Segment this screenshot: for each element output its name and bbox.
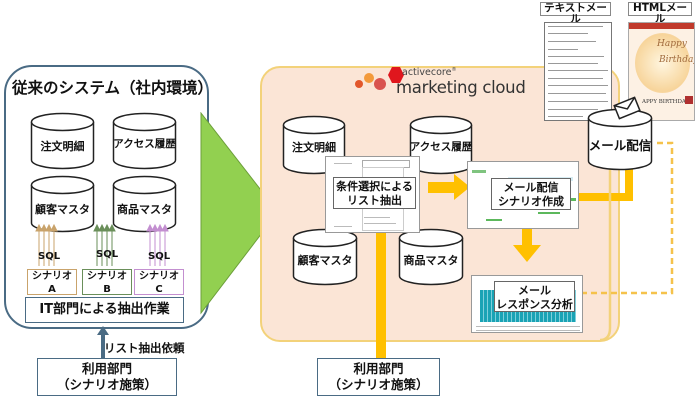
feedback-dashed-line (578, 141, 674, 295)
text-mail-label: テキストメール (540, 2, 611, 25)
legacy-system-title: 従来のシステム（社内環境） (12, 79, 214, 97)
list-extraction-request-label: リスト抽出依頼 (104, 341, 185, 355)
database-cylinder-icon (112, 175, 177, 233)
html-mail-header-bar (629, 23, 694, 29)
db-customer-master-cloud: 顧客マスタ (292, 228, 358, 286)
scenario-id: B (103, 283, 111, 295)
html-mail-label: HTMLメール (628, 2, 692, 25)
scenario-label: シナリオ (32, 271, 72, 282)
scenario-c-arrows (146, 224, 169, 266)
logo-activecore-text: activecore® (402, 67, 457, 79)
db-label: アクセス履歴 (113, 138, 176, 150)
text-mail-sample (544, 22, 612, 121)
flow-line-user-dept (376, 210, 386, 358)
user-dept-line1: 利用部門 (81, 361, 132, 376)
response-analysis-line2: レスポンス分析 (496, 297, 573, 311)
envelope-icon (613, 96, 641, 120)
sql-label-c: SQL (148, 251, 171, 262)
gift-icon (685, 96, 693, 104)
user-dept-line2: （シナリオ施策） (56, 376, 157, 392)
html-mail-script-text: Happy (657, 39, 687, 49)
scenario-id: A (48, 283, 56, 295)
activecore-logo-icon (355, 67, 404, 90)
html-mail-banner-text: APPY BIRTHDAY (642, 99, 690, 105)
scenario-label: シナリオ (87, 271, 127, 282)
scenario-c-box: シナリオ C (134, 269, 184, 295)
mail-delivery-label: メール配信 (588, 138, 652, 153)
html-mail-illustration (635, 33, 690, 93)
db-label: 注文明細 (292, 141, 336, 154)
db-product-master-legacy: 商品マスタ (112, 175, 177, 233)
html-mail-script-text: Birthday (659, 55, 695, 65)
response-analysis-line1: メール (518, 284, 551, 297)
db-label: 顧客マスタ (297, 254, 353, 267)
db-product-master-cloud: 商品マスタ (398, 228, 464, 286)
db-label: 注文明細 (40, 140, 85, 153)
scenario-creation-line2: シナリオ作成 (498, 194, 564, 208)
html-mail-sample: Happy Birthday APPY BIRTHDAY (628, 22, 695, 121)
user-department-box-cloud: 利用部門 （シナリオ施策） (317, 358, 440, 396)
logo-marketing-cloud-text: marketing cloud (396, 78, 526, 97)
scenario-a-arrows (35, 224, 58, 266)
user-department-box-legacy: 利用部門 （シナリオ施策） (37, 358, 177, 396)
scenario-label: シナリオ (139, 271, 179, 282)
scenario-a-box: シナリオ A (27, 269, 77, 295)
list-extraction-line2: リスト抽出 (347, 193, 402, 207)
user-dept-line1: 利用部門 (353, 361, 404, 376)
database-cylinder-icon (112, 112, 177, 170)
db-label: 商品マスタ (117, 203, 172, 216)
database-cylinder-icon (30, 112, 95, 170)
scenario-creation-line1: メール配信 (503, 181, 559, 194)
it-extraction-box: IT部門による抽出作業 (25, 297, 184, 323)
flow-arrowhead (454, 174, 470, 200)
list-extraction-box: 条件選択による リスト抽出 (333, 177, 416, 209)
db-label: 商品マスタ (403, 254, 459, 267)
transition-arrow (200, 112, 279, 315)
scenario-creation-box: メール配信 シナリオ作成 (491, 178, 571, 210)
db-access-history-legacy: アクセス履歴 (112, 112, 177, 170)
db-customer-master-legacy: 顧客マスタ (30, 175, 95, 233)
sql-label-a: SQL (38, 251, 61, 262)
sql-label-b: SQL (96, 249, 119, 260)
sql-query-arrows (35, 224, 169, 266)
request-arrow (97, 326, 109, 359)
logo-small-text: activecore (402, 67, 452, 79)
scenario-id: C (155, 283, 163, 295)
db-label: 顧客マスタ (35, 203, 90, 216)
database-cylinder-icon (292, 228, 358, 286)
list-extraction-line1: 条件選択による (336, 180, 413, 193)
user-dept-line2: （シナリオ施策） (328, 376, 429, 392)
db-label: アクセス履歴 (409, 141, 473, 153)
database-cylinder-icon (398, 228, 464, 286)
response-analysis-box: メール レスポンス分析 (494, 281, 575, 312)
flow-arrowhead (513, 245, 541, 262)
database-cylinder-icon (30, 175, 95, 233)
scenario-b-box: シナリオ B (82, 269, 132, 295)
db-order-details-legacy: 注文明細 (30, 112, 95, 170)
scenario-b-arrows (93, 224, 116, 266)
